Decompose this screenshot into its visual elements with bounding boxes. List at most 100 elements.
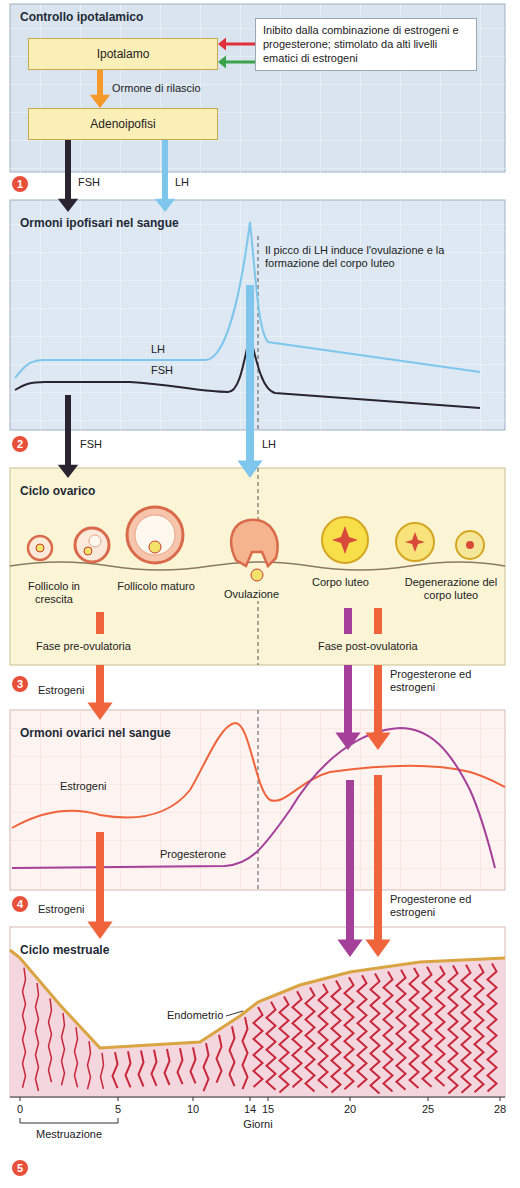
panel-heading: Ormoni ipofisari nel sangue [20,216,179,230]
panel-band: Ormoni ovarici nel sangue [10,710,505,890]
gland [243,1017,248,1089]
arrowhead [365,732,390,750]
stage-label: Ovulazione [222,588,281,601]
connector [218,55,255,68]
panel-band: Ciclo ovarico [10,468,505,665]
gland [101,1053,104,1089]
gland [332,981,341,1093]
axis-tick-label: 28 [494,1103,506,1116]
gland [23,968,26,1088]
arrowhead [337,939,362,957]
gland [423,967,432,1087]
box-text: Ipotalamo [97,47,150,61]
connector [58,140,78,212]
axis-tick-label: 5 [115,1103,121,1116]
gland [204,1043,209,1091]
stage-label: Corpo luteo [312,576,369,589]
gland [319,984,328,1088]
mature-follicle [127,507,183,563]
box-text: Adenoipofisi [90,117,155,131]
connector [237,285,262,478]
gland [62,1013,65,1085]
axis-title: Giorni [243,1118,272,1131]
gland [217,1035,222,1083]
edge-label: Ormone di rilascio [112,82,201,95]
connector-line [374,775,382,940]
part-label: Endometrio [165,1009,225,1022]
gland [126,1051,131,1087]
arrowhead [365,939,390,957]
axis-tick-label: 25 [422,1103,434,1116]
bracket [20,1118,118,1123]
connector-line [96,665,104,703]
connector-line [225,43,255,46]
edge-label: Progesterone ed estrogeni [390,668,502,694]
endometrium-surface [10,950,505,1048]
gland [280,997,289,1093]
curve-label: Estrogeni [60,780,106,793]
connector-line [374,665,382,733]
arrowhead [218,55,226,68]
edge-label: FSH [80,438,102,451]
arrowhead [58,465,78,478]
ovulation [231,520,277,581]
gland [384,972,393,1092]
note-text: Il picco di LH induce l'ovulazione e la … [265,244,480,270]
connector-line [65,395,71,466]
ovary [10,507,505,634]
gland [306,987,315,1091]
arrowhead [90,95,110,108]
endometrium-tissue [10,950,505,1096]
process-box: Ipotalamo [28,38,218,70]
gland [254,1007,263,1087]
connector [90,70,110,108]
stage-label: Degenerazione del corpo luteo [398,576,504,602]
arrowhead [58,199,78,212]
arrowhead [218,37,226,50]
connector [58,395,78,478]
edge-label: Progesterone ed estrogeni [390,893,502,919]
gland [139,1051,144,1087]
gland [462,965,471,1093]
panel-band: Ormoni ipofisari nel sangue [10,200,505,430]
stage-label: Follicolo in crescita [14,580,94,606]
callout-number: 1 [12,176,28,192]
connector [365,665,390,750]
connector [155,140,175,212]
phase-bar [374,608,382,634]
connector [87,665,112,720]
connector [335,665,360,750]
axis-tick-label: 0 [17,1103,23,1116]
panel-heading: Ciclo mestruale [20,943,109,957]
connector-line [344,665,352,733]
callout-number: 4 [12,896,28,912]
connector [87,832,112,939]
gland [345,977,354,1089]
arrowhead [155,199,175,212]
curve-label: Progesterone [160,848,226,861]
gland [165,1049,170,1085]
arrowhead [87,702,112,720]
connector [337,780,362,957]
gland [293,991,302,1087]
panel-heading: Ormoni ovarici nel sangue [20,726,171,740]
callout-number: 2 [12,436,28,452]
connector-line [346,780,354,940]
axis-tick-label: 15 [262,1103,274,1116]
connector-line [225,61,255,64]
gland [191,1047,196,1083]
hormone-curves [12,222,505,868]
progesterone-curve [12,728,495,868]
gland [267,1002,276,1090]
phase-bar [96,612,104,634]
endometrium [10,950,505,1096]
connector-line [162,140,168,200]
phase-label: Fase pre-ovulatoria [36,640,131,653]
panel-band: Controllo ipotalamicoIpotalamoAdenoipofi… [10,4,505,172]
box-text: Inibito dalla combinazione di estrogeni … [263,24,469,65]
degenerating-corpus-luteum [456,531,484,559]
gland [178,1048,183,1084]
gland [436,966,445,1086]
day-14-line [258,236,259,890]
